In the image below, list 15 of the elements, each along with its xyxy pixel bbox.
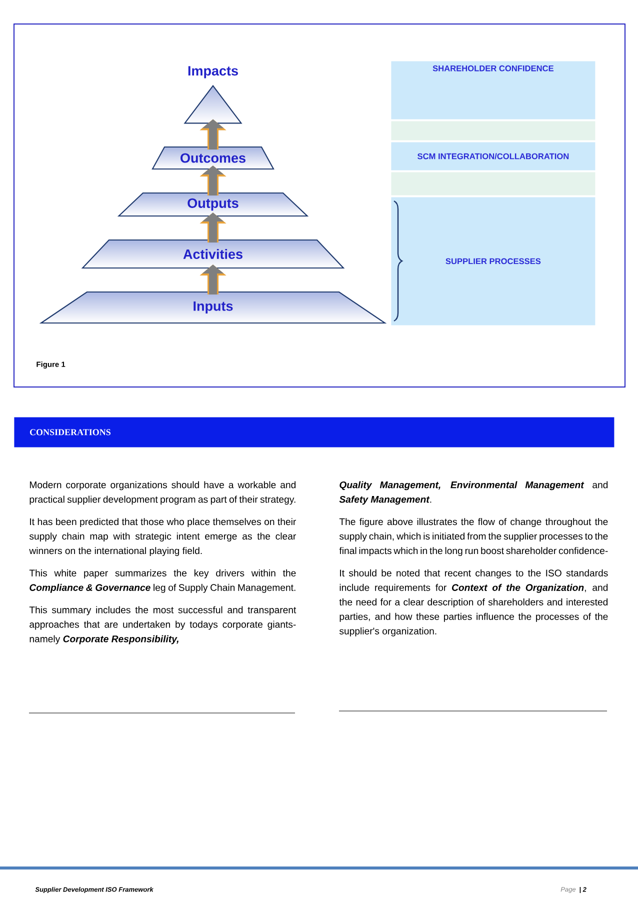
paragraph: It should be noted that recent changes to the ISO standards include requirements for Context of the Organization, and the need for a clear description of shareholders and interested parties, and how these parties influence the processes of the supplier's organization. (339, 569, 608, 636)
section-banner: CONSIDERATIONS (14, 417, 614, 448)
pyramid-level: Outcomes (152, 146, 274, 170)
band-panel: SUPPLIER PROCESSES (391, 197, 596, 326)
band-panel: SHAREHOLDER CONFIDENCE (391, 61, 596, 120)
paragraph: This summary includes the most successful and transparent approaches that are undertaken by todays corporate giants- namely Corporate Responsibility, (29, 606, 296, 644)
node-label: Impacts (188, 66, 238, 78)
paragraph: This white paper summarizes the key drivers within the Compliance & Governance leg of Supply Chain Management. (29, 569, 296, 593)
paragraph: It has been predicted that those who place themselves on their supply chain map with strategic intent emerge as the clear winners on the international playing field. (29, 518, 296, 556)
band-panel: SCM INTEGRATION/COLLABORATION (391, 142, 596, 170)
band-panel (391, 121, 596, 140)
paragraph: Quality Management, Environmental Management and Safety Management. (339, 481, 608, 505)
paragraph: The figure above illustrates the flow of change throughout the supply chain, which is initiated from the supplier processes to the final impacts which in the long run boost shareholder confidence- (339, 518, 608, 556)
paragraph: Modern corporate organizations should have a workable and practical supplier development program as part of their strategy. (30, 481, 296, 505)
band-panel (391, 172, 596, 196)
